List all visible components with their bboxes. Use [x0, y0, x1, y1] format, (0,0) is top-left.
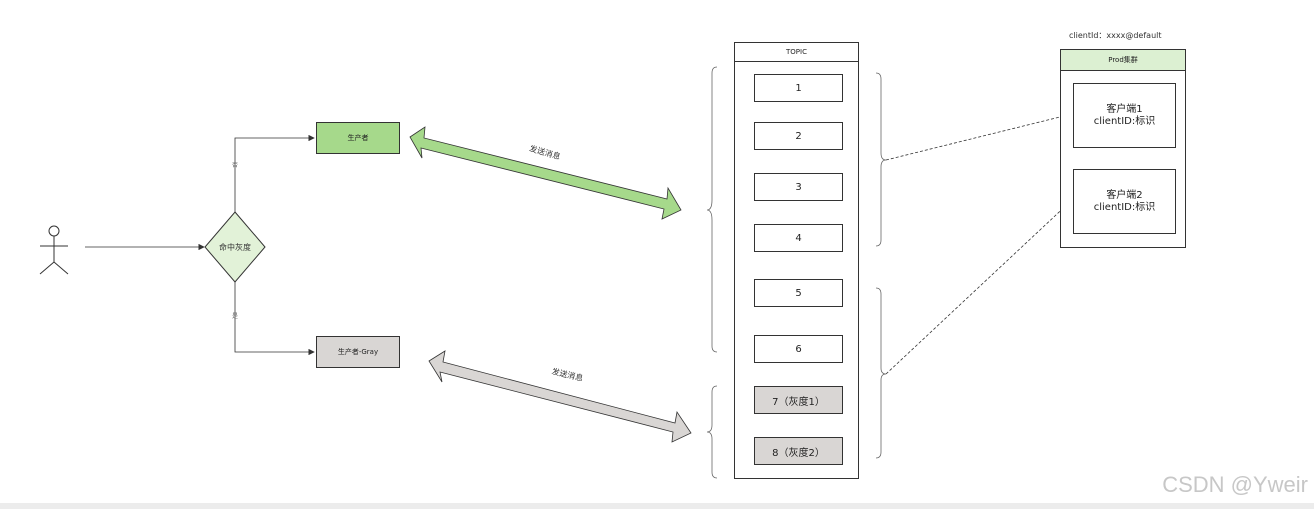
queue-7-gray: 7（灰度1） [754, 386, 843, 414]
branch-yes-line [234, 282, 315, 356]
client-1: 客户端1 clientID:标识 [1073, 83, 1176, 148]
watermark: CSDN @Yweir [1162, 472, 1308, 497]
branch-yes-label: 是 [232, 313, 239, 320]
brace-left-gray [706, 385, 718, 479]
actor-icon [39, 225, 69, 275]
prod-cluster: Prod集群 客户端1 clientID:标识 客户端2 clientID:标识 [1060, 49, 1186, 248]
queue-1: 1 [754, 74, 843, 102]
queue-2: 2 [754, 122, 843, 150]
send-arrow-gray [428, 350, 692, 443]
producer-node: 生产者 [316, 122, 400, 154]
send-arrow-green [409, 126, 682, 220]
client-2-id: clientID:标识 [1093, 201, 1156, 213]
queue-4: 4 [754, 224, 843, 252]
brace-left-prod [706, 66, 718, 353]
footer-bar [0, 503, 1314, 509]
client-1-id: clientID:标识 [1093, 115, 1156, 127]
queue-6: 6 [754, 335, 843, 363]
dashed-connector-client1 [885, 112, 1073, 161]
client-2: 客户端2 clientID:标识 [1073, 169, 1176, 234]
brace-right-client2 [875, 287, 887, 459]
dashed-connector-client2 [885, 199, 1073, 375]
branch-no-line [234, 134, 315, 212]
decision-label: 命中灰度 [219, 243, 251, 252]
topic-title: TOPIC [735, 43, 858, 62]
client-1-name: 客户端1 [1106, 103, 1143, 115]
brace-right-client1 [875, 72, 887, 247]
queue-3: 3 [754, 173, 843, 201]
client-id-label: clientId：xxxx@default [1069, 31, 1162, 40]
branch-no-label: 否 [232, 162, 239, 169]
producer-gray-node: 生产者-Gray [316, 336, 400, 368]
client-2-name: 客户端2 [1106, 189, 1143, 201]
queue-5: 5 [754, 279, 843, 307]
queue-8-gray: 8（灰度2） [754, 437, 843, 465]
prod-cluster-title: Prod集群 [1061, 50, 1185, 71]
